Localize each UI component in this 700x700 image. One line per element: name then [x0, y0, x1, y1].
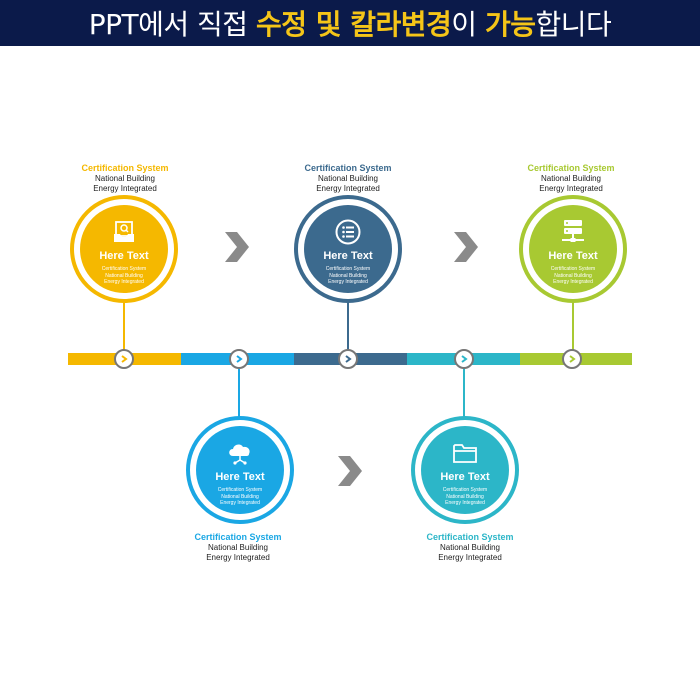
- step-caption-green: Certification System National Building E…: [491, 163, 651, 194]
- cloud-share-icon: [229, 444, 250, 465]
- caption-title: Certification System: [304, 163, 392, 173]
- connector-green: [572, 300, 574, 352]
- circle-line: Certification System: [325, 266, 371, 272]
- circle-line: Energy Integrated: [328, 279, 368, 285]
- banner-text-part: 이: [451, 8, 485, 41]
- caption-line: National Building: [94, 174, 156, 183]
- banner-text-part: 합니다: [535, 8, 612, 41]
- circle-text: Certification System National Building E…: [551, 266, 595, 286]
- circle-line: Energy Integrated: [445, 500, 485, 506]
- circle-line: Energy Integrated: [104, 279, 144, 285]
- step-circle-navy: Here Text Certification System National …: [294, 195, 402, 303]
- circle-line: Certification System: [217, 487, 263, 493]
- circle-line: Certification System: [101, 266, 147, 272]
- timeline-dot-yellow: [114, 349, 134, 369]
- banner-text-part: PPT에서 직접: [88, 8, 256, 41]
- arrow-right-icon: [454, 232, 478, 262]
- header-banner: PPT에서 직접 수정 및 칼라변경이 가능합니다: [0, 0, 700, 46]
- inbox-icon: [114, 221, 134, 242]
- chevron-right-icon: [121, 355, 128, 363]
- step-caption-yellow: Certification System National Building E…: [45, 163, 205, 194]
- circle-line: National Building: [329, 272, 367, 279]
- circle-inner: Here Text Certification System National …: [304, 205, 392, 293]
- banner-highlight: 수정 및 칼라변경: [255, 8, 452, 41]
- timeline-dot-teal: [454, 349, 474, 369]
- step-circle-yellow: Here Text Certification System National …: [70, 195, 178, 303]
- chevron-right-icon: [569, 355, 576, 363]
- caption-line: National Building: [439, 543, 501, 552]
- circle-line: Energy Integrated: [553, 279, 593, 285]
- caption-line: Energy Integrated: [316, 184, 380, 193]
- caption-line: National Building: [317, 174, 379, 183]
- timeline-dot-navy: [338, 349, 358, 369]
- circle-line: National Building: [554, 272, 592, 279]
- server-network-icon: [562, 220, 584, 242]
- circle-text: Certification System National Building E…: [102, 266, 146, 286]
- caption-line: Energy Integrated: [438, 553, 502, 562]
- step-circle-blue: Here Text Certification System National …: [186, 416, 294, 524]
- timeline-dot-green: [562, 349, 582, 369]
- circle-line: National Building: [446, 493, 484, 500]
- circle-text: Certification System National Building E…: [443, 487, 487, 507]
- circle-line: Certification System: [442, 487, 488, 493]
- connector-yellow: [123, 300, 125, 352]
- circle-title: Here Text: [440, 471, 490, 483]
- caption-line: National Building: [207, 543, 269, 552]
- step-caption-teal: Certification System National Building E…: [390, 532, 550, 563]
- connector-blue: [238, 366, 240, 418]
- folder-icon: [453, 444, 477, 463]
- circle-inner: Here Text Certification System National …: [421, 426, 509, 514]
- list-icon: [335, 219, 361, 245]
- step-circle-teal: Here Text Certification System National …: [411, 416, 519, 524]
- circle-text: Certification System National Building E…: [326, 266, 370, 286]
- caption-title: Certification System: [194, 532, 282, 542]
- circle-title: Here Text: [323, 250, 373, 262]
- circle-line: National Building: [221, 493, 259, 500]
- caption-line: Energy Integrated: [539, 184, 603, 193]
- caption-title: Certification System: [81, 163, 169, 173]
- banner-highlight: 가능: [484, 8, 536, 41]
- circle-inner: Here Text Certification System National …: [529, 205, 617, 293]
- step-caption-navy: Certification System National Building E…: [268, 163, 428, 194]
- circle-title: Here Text: [99, 250, 149, 262]
- circle-inner: Here Text Certification System National …: [196, 426, 284, 514]
- circle-line: Certification System: [550, 266, 596, 272]
- connector-teal: [463, 366, 465, 418]
- caption-line: Energy Integrated: [206, 553, 270, 562]
- circle-line: Energy Integrated: [220, 500, 260, 506]
- circle-text: Certification System National Building E…: [218, 487, 262, 507]
- arrow-right-icon: [225, 232, 249, 262]
- caption-line: Energy Integrated: [93, 184, 157, 193]
- banner-title: PPT에서 직접 수정 및 칼라변경이 가능합니다: [89, 3, 612, 43]
- arrow-right-icon: [338, 456, 362, 486]
- step-caption-blue: Certification System National Building E…: [158, 532, 318, 563]
- chevron-right-icon: [461, 355, 468, 363]
- connector-navy: [347, 300, 349, 352]
- circle-title: Here Text: [548, 250, 598, 262]
- step-circle-green: Here Text Certification System National …: [519, 195, 627, 303]
- circle-title: Here Text: [215, 471, 265, 483]
- circle-line: National Building: [105, 272, 143, 279]
- circle-inner: Here Text Certification System National …: [80, 205, 168, 293]
- caption-line: National Building: [540, 174, 602, 183]
- caption-title: Certification System: [527, 163, 615, 173]
- chevron-right-icon: [236, 355, 243, 363]
- chevron-right-icon: [345, 355, 352, 363]
- timeline-dot-blue: [229, 349, 249, 369]
- caption-title: Certification System: [426, 532, 514, 542]
